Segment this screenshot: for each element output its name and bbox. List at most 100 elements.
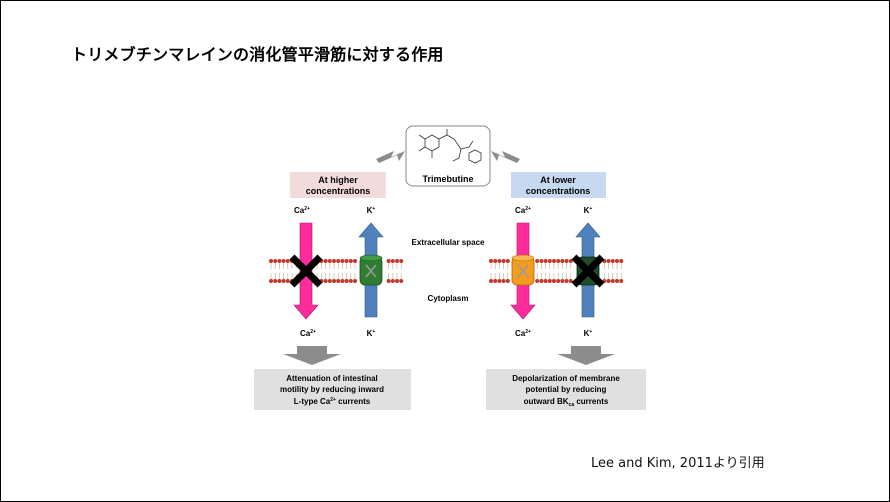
lipid-head: [353, 259, 357, 263]
lipid-head: [543, 259, 548, 263]
lipid-head: [497, 279, 502, 283]
left-header-line1: At higher: [318, 175, 358, 185]
lipid-head: [340, 279, 345, 283]
right-ion-bottom-ca: Ca2+: [515, 329, 531, 338]
lipid-head: [399, 279, 404, 283]
left-result-line1: Attenuation of intestinal: [286, 374, 378, 383]
lipid-head: [281, 259, 286, 263]
lipid-head: [568, 279, 573, 283]
lipid-head: [348, 259, 353, 263]
lipid-head: [539, 279, 544, 283]
trimebutine-structure-icon: [418, 129, 482, 164]
lipid-head: [619, 259, 624, 263]
lipid-head: [395, 279, 399, 283]
lipid-head: [556, 279, 561, 283]
lipid-head: [610, 259, 615, 263]
lipid-head: [539, 259, 544, 263]
lipid-head: [344, 279, 349, 283]
left-result-arrow: [283, 346, 341, 365]
lipid-head: [390, 259, 395, 263]
lipid-head: [606, 279, 611, 283]
right-block-x-icon: [571, 254, 605, 288]
right-membrane: [489, 259, 624, 283]
extracellular-label: Extracellular space: [412, 238, 485, 247]
lipid-head: [560, 279, 565, 283]
lipid-head: [493, 279, 498, 283]
left-ion-bottom-k: K+: [367, 329, 376, 338]
lipid-head: [273, 279, 278, 283]
lipid-head: [610, 279, 615, 283]
cytoplasm-label: Cytoplasm: [428, 294, 469, 303]
right-header-line1: At lower: [540, 175, 576, 185]
lipid-head: [327, 259, 332, 263]
lipid-head: [386, 279, 391, 283]
lipid-head: [560, 259, 565, 263]
right-result-arrow: [557, 346, 615, 365]
lipid-head: [340, 259, 345, 263]
compound-name: Trimebutine: [422, 174, 473, 184]
lipid-head: [489, 279, 493, 283]
lipid-head: [344, 259, 349, 263]
lipid-head: [552, 259, 556, 263]
lipid-head: [348, 279, 353, 283]
lipid-head: [399, 259, 404, 263]
right-result-line1: Depolarization of membrane: [512, 374, 620, 383]
lipid-head: [543, 279, 548, 283]
left-result-line2: motility by reducing inward: [280, 385, 384, 394]
lipid-head: [277, 259, 282, 263]
lipid-head: [332, 259, 336, 263]
right-result-line3: outward BKca currents: [524, 397, 609, 408]
lipid-head: [285, 259, 290, 263]
compound-box: Trimebutine: [405, 125, 491, 187]
right-header-box: [511, 172, 606, 198]
citation: Lee and Kim, 2011より引用: [591, 456, 765, 471]
lipid-head: [395, 259, 399, 263]
lipid-head: [493, 259, 498, 263]
left-diagonal-arrow: [376, 151, 405, 163]
lipid-head: [269, 279, 273, 283]
right-ion-bottom-k: K+: [584, 329, 593, 338]
lipid-head: [336, 259, 341, 263]
lipid-head: [619, 279, 624, 283]
lipid-head: [547, 279, 552, 283]
left-k-channel: [359, 254, 383, 286]
lipid-head: [323, 279, 328, 283]
lipid-head: [505, 279, 510, 283]
right-diagonal-arrow: [491, 151, 520, 163]
lipid-head: [497, 259, 502, 263]
right-header-line2: concentrations: [526, 186, 591, 196]
lipid-head: [353, 279, 357, 283]
lipid-head: [501, 279, 506, 283]
left-block-x-icon: [289, 254, 323, 288]
lipid-head: [390, 279, 395, 283]
lipid-head: [336, 279, 341, 283]
lipid-head: [568, 259, 573, 263]
slide-title: トリメブチンマレインの消化管平滑筋に対する作用: [71, 45, 444, 64]
lipid-head: [489, 259, 493, 263]
right-result-line2: potential by reducing: [526, 385, 607, 394]
lipid-head: [615, 259, 619, 263]
right-ca-channel: [511, 254, 535, 286]
left-header-box: [290, 172, 386, 198]
lipid-head: [535, 259, 540, 263]
lipid-head: [556, 259, 561, 263]
right-ion-top-k: K+: [584, 206, 593, 215]
left-ion-top-ca: Ca2+: [294, 206, 310, 215]
lipid-head: [327, 279, 332, 283]
lipid-head: [332, 279, 336, 283]
lipid-head: [281, 279, 286, 283]
lipid-head: [501, 259, 506, 263]
left-ion-top-k: K+: [367, 206, 376, 215]
lipid-head: [386, 259, 391, 263]
left-result-box: [254, 369, 411, 410]
lipid-head: [285, 279, 290, 283]
lipid-head: [564, 259, 569, 263]
lipid-head: [606, 259, 611, 263]
lipid-head: [269, 259, 273, 263]
lipid-head: [323, 259, 328, 263]
lipid-head: [277, 279, 282, 283]
left-result-line3: L-type Ca2+ currents: [294, 397, 371, 406]
right-ion-top-ca: Ca2+: [515, 206, 531, 215]
